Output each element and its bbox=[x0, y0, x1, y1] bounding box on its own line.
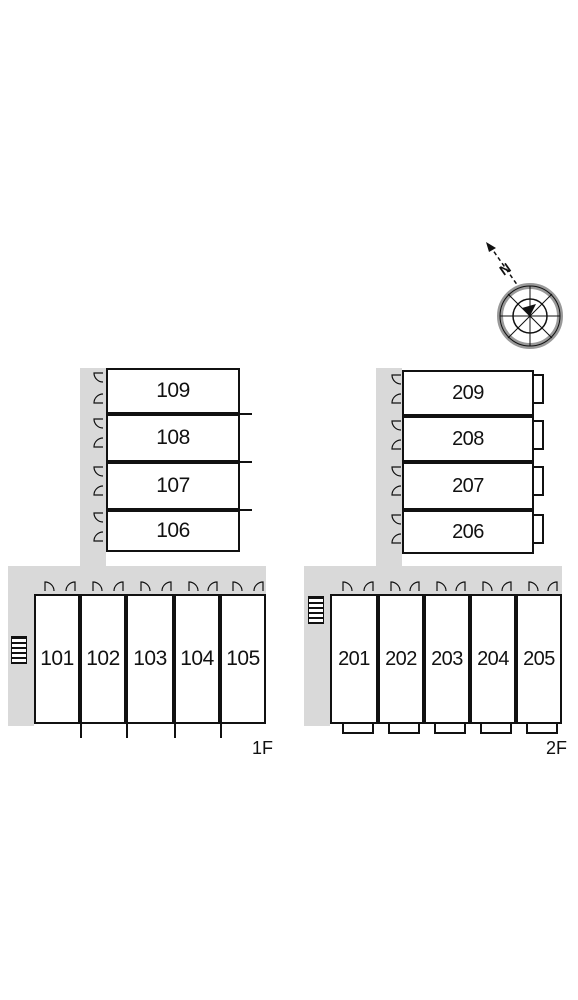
north-arrow-compass-icon: N bbox=[486, 242, 563, 349]
door-swing-icon bbox=[93, 512, 104, 523]
unit-106: 106 bbox=[106, 510, 240, 552]
partition-line bbox=[238, 509, 252, 511]
door-swing-icon bbox=[65, 581, 76, 592]
unit-103: 103 bbox=[126, 594, 174, 724]
door-swing-icon bbox=[93, 485, 104, 496]
compass-rose bbox=[497, 283, 563, 349]
door-swing-icon bbox=[207, 581, 218, 592]
partition-line bbox=[220, 722, 222, 738]
door-swing-icon bbox=[161, 581, 172, 592]
unit-107: 107 bbox=[106, 462, 240, 510]
unit-109: 109 bbox=[106, 368, 240, 414]
north-arrow bbox=[486, 242, 519, 287]
unit-108: 108 bbox=[106, 414, 240, 462]
door-swing-icon bbox=[93, 466, 104, 477]
unit-101: 101 bbox=[34, 594, 80, 724]
staircase-1f bbox=[11, 636, 27, 664]
partition-line bbox=[80, 722, 82, 738]
partition-line bbox=[238, 413, 252, 415]
door-swing-icon bbox=[93, 393, 104, 404]
door-swing-icon bbox=[140, 581, 151, 592]
door-swing-icon bbox=[93, 437, 104, 448]
partition-line bbox=[174, 722, 176, 738]
door-swing-icon bbox=[188, 581, 199, 592]
door-swing-icon bbox=[232, 581, 243, 592]
door-swing-icon bbox=[93, 418, 104, 429]
door-swing-icon bbox=[44, 581, 55, 592]
corridor-vertical-1f bbox=[80, 368, 106, 568]
door-swing-icon bbox=[113, 581, 124, 592]
unit-104: 104 bbox=[174, 594, 220, 724]
floor-label-1f: 1F bbox=[252, 738, 274, 758]
door-swing-icon bbox=[93, 372, 104, 383]
unit-105: 105 bbox=[220, 594, 266, 724]
partition-line bbox=[238, 461, 252, 463]
corridor-horizontal-1f bbox=[8, 566, 266, 594]
door-swing-icon bbox=[92, 581, 103, 592]
partition-line bbox=[126, 722, 128, 738]
door-swing-icon bbox=[253, 581, 264, 592]
unit-102: 102 bbox=[80, 594, 126, 724]
door-swing-icon bbox=[93, 531, 104, 542]
